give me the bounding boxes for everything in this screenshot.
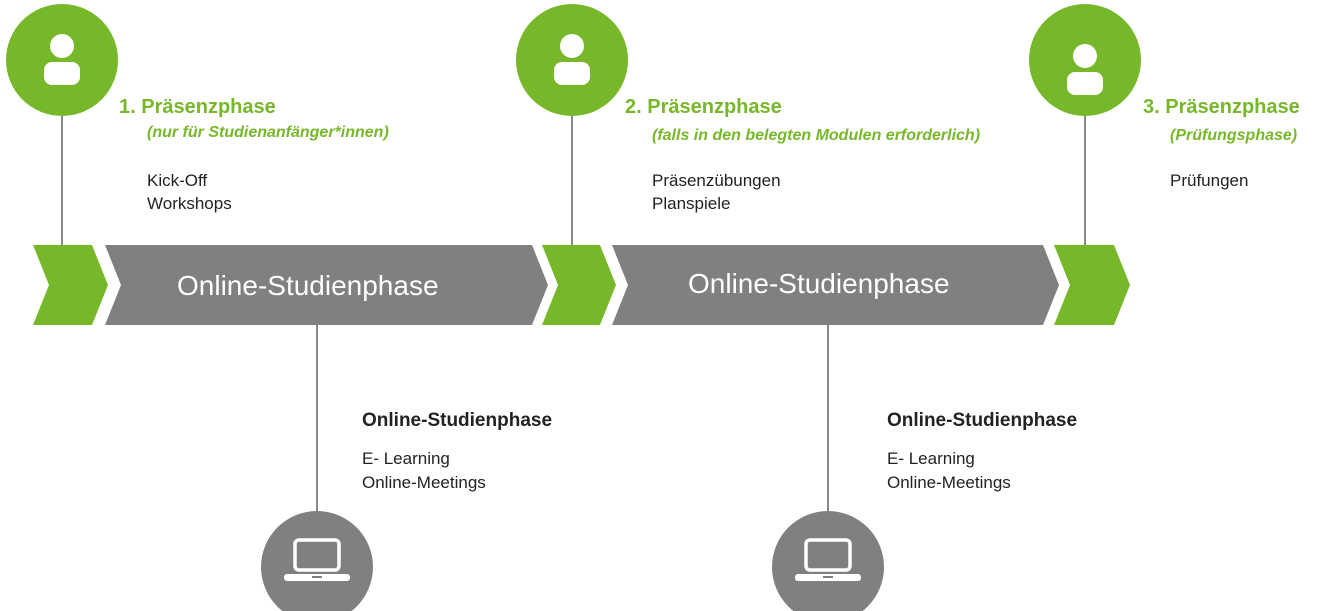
phase-1-item-2: Workshops — [147, 194, 232, 213]
online-1-item-1: E- Learning — [362, 449, 450, 468]
phase-2-avatar — [516, 4, 628, 116]
phase-1-subtitle: (nur für Studienanfänger*innen) — [147, 124, 389, 141]
phase-2-circle — [516, 4, 628, 116]
online-chevron-label-2: Online-Studienphase — [688, 268, 950, 299]
phase-1-title: 1. Präsenzphase — [119, 96, 276, 118]
presence-chevron-1 — [33, 245, 108, 325]
phase-2-item-1: Präsenzübungen — [652, 171, 781, 190]
phase-2-title: 2. Präsenzphase — [625, 96, 782, 118]
online-2-item-1: E- Learning — [887, 449, 975, 468]
phase-1-item-1: Kick-Off — [147, 171, 208, 190]
presence-chevron-2 — [542, 245, 616, 325]
laptop-icon — [795, 538, 861, 581]
online-2-heading: Online-Studienphase — [887, 410, 1078, 431]
phase-3-avatar — [1029, 4, 1141, 116]
online-chevron-label-1: Online-Studienphase — [177, 270, 439, 301]
laptop-icon — [284, 538, 350, 581]
person-icon — [554, 34, 590, 85]
online-chevron-1 — [105, 245, 548, 325]
phase-1-circle — [6, 4, 118, 116]
phase-3-title: 3. Präsenzphase — [1143, 96, 1300, 118]
online-2-item-2: Online-Meetings — [887, 473, 1011, 492]
phase-2-item-2: Planspiele — [652, 194, 731, 213]
online-2-circle — [772, 511, 884, 611]
online-1-device — [261, 511, 373, 611]
online-1-circle — [261, 511, 373, 611]
phase-2-subtitle: (falls in den belegten Modulen erforderl… — [652, 127, 981, 144]
online-2-device — [772, 511, 884, 611]
phase-1-avatar — [6, 4, 118, 116]
online-chevron-2 — [612, 245, 1059, 325]
phase-3-item-1: Prüfungen — [1170, 171, 1249, 190]
phase-3-subtitle: (Prüfungsphase) — [1170, 127, 1298, 144]
person-icon — [44, 34, 80, 85]
online-1-item-2: Online-Meetings — [362, 473, 486, 492]
online-1-heading: Online-Studienphase — [362, 410, 553, 431]
person-icon — [1067, 44, 1103, 95]
presence-chevron-3 — [1054, 245, 1130, 325]
